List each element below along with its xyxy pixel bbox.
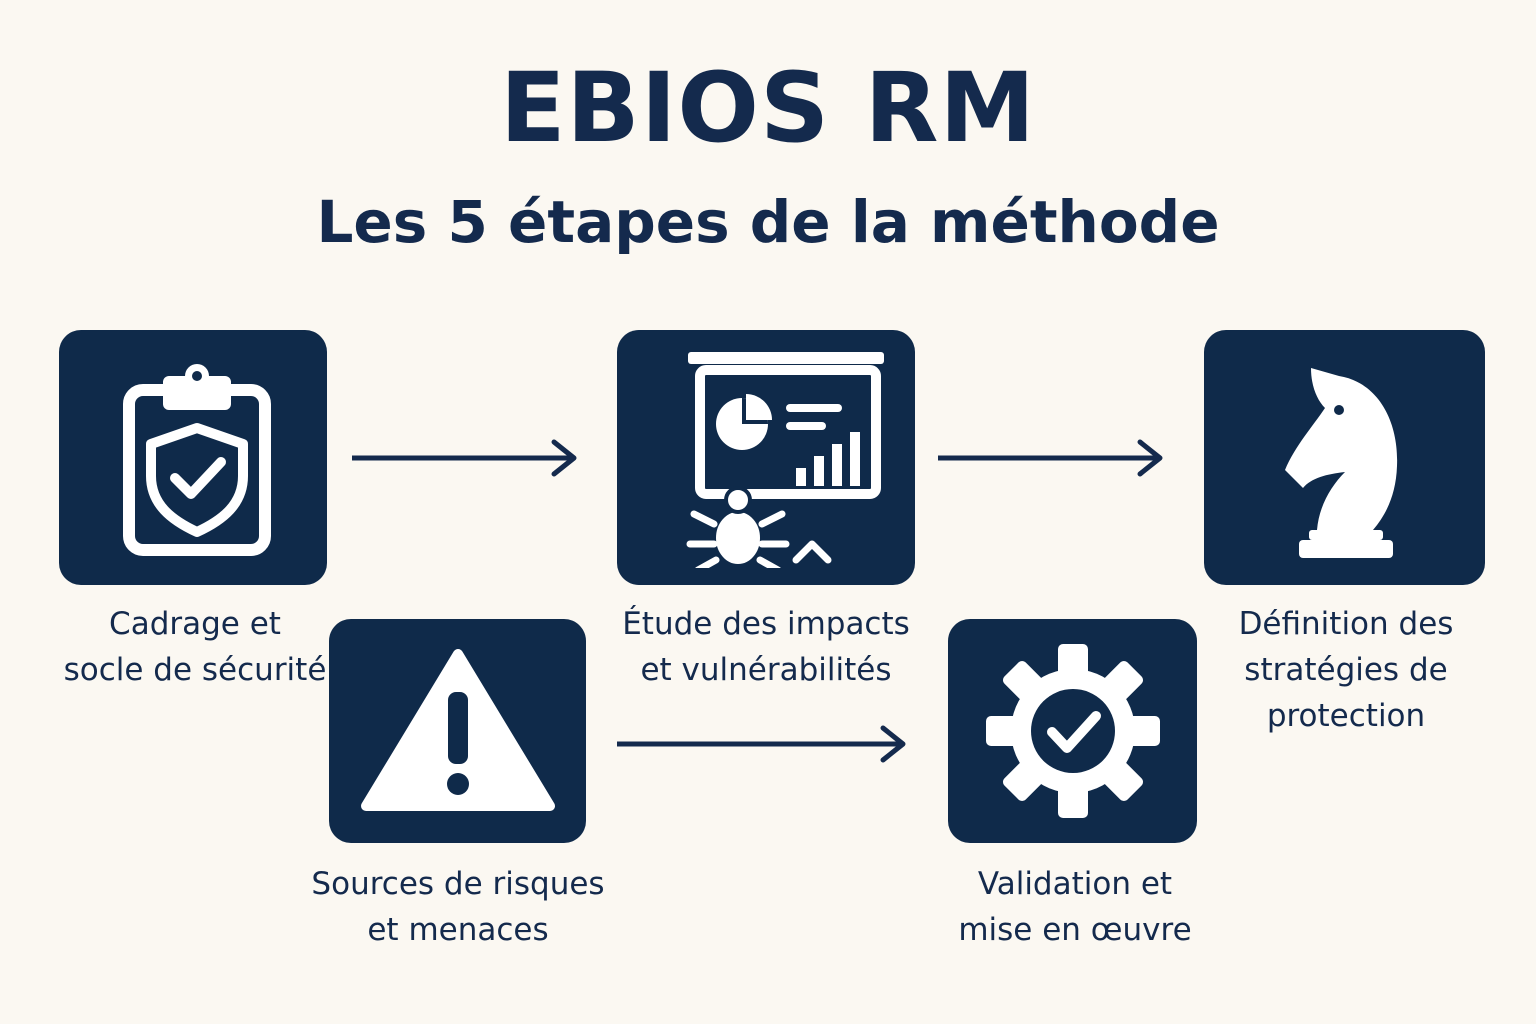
step-5-tile: [948, 619, 1197, 843]
step-2-label: Étude des impacts et vulnérabilités: [622, 606, 910, 688]
arrow-step2-to-step3: [938, 439, 1163, 477]
clipboard-shield-check-icon: [123, 363, 271, 556]
page-title: EBIOS RM: [499, 52, 1037, 164]
arrow-step4-to-step5: [617, 725, 906, 763]
step-1-tile: [59, 330, 327, 585]
step-4-label: Sources de risques et menaces: [311, 866, 605, 948]
step-2-tile: [617, 330, 915, 585]
chess-knight-icon: [1284, 367, 1397, 558]
step-4-tile: [329, 619, 586, 843]
step-3-label: Définition des stratégies de protection: [1238, 606, 1454, 734]
step-1-label: Cadrage et socle de sécurité: [63, 606, 327, 688]
step-5-label: Validation et mise en œuvre: [958, 866, 1192, 948]
warning-triangle-icon: [360, 649, 555, 811]
presentation-chart-bug-icon: [686, 351, 884, 568]
gear-check-icon: [985, 644, 1160, 818]
arrow-step1-to-step2: [352, 439, 577, 477]
page-subtitle: Les 5 étapes de la méthode: [316, 188, 1220, 256]
step-3-tile: [1204, 330, 1485, 585]
